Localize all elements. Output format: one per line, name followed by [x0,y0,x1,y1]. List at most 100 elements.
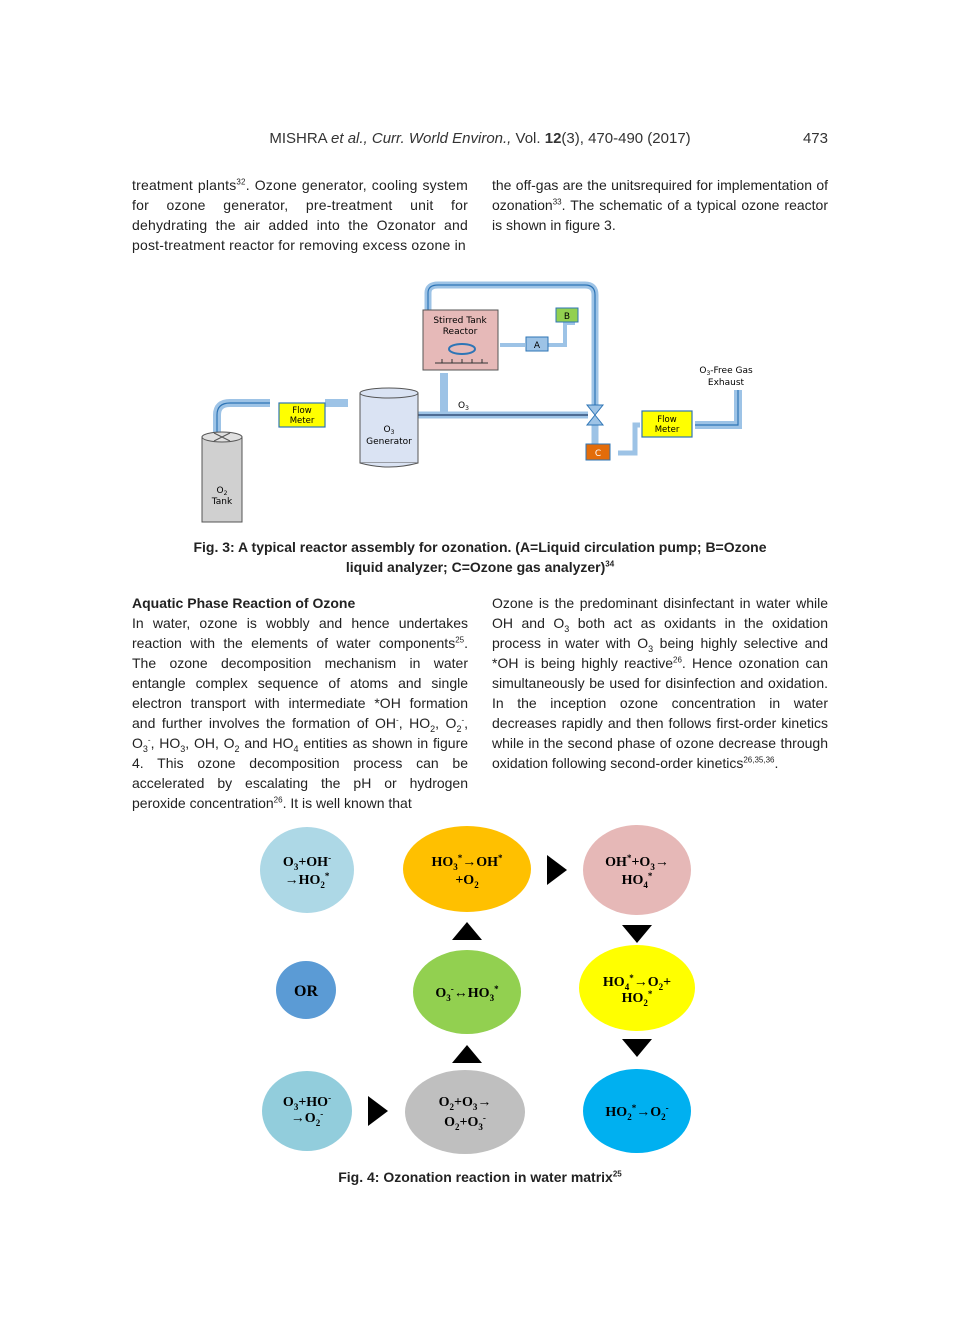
tank-label-2: Tank [211,497,233,507]
flow-meter-1-label-1: Flow [292,406,311,416]
text: . The schematic of a typical ozone react… [492,197,828,233]
arrow-right-1 [547,855,567,885]
pipes [213,281,742,456]
arrow-up-1 [452,922,482,940]
exhaust-label-1: O3-Free Gas [699,366,753,377]
svg-text:O3+OH-: O3+OH- [283,853,331,872]
arrow-down-2 [622,1039,652,1057]
text: Ozone is the predominant disinfectant in… [492,595,828,631]
reaction-node-3: OH*+O3→ HO4* [583,825,691,915]
label-a: A [534,341,541,351]
ref: 25 [612,1169,622,1179]
svg-text:→O2-: →O2- [291,1109,323,1128]
sup: - [461,715,465,725]
reactor-label-2: Reactor [443,327,478,337]
text: entities as shown in figure 4. This ozon… [132,735,469,811]
figure-4-reaction-diagram: O3+OH- →HO2* HO3*→OH* +O2 OH*+O3→ HO4* O… [260,825,695,1154]
reaction-node-9: HO2*→O2- [583,1069,691,1153]
ref: 26,35,36 [743,755,775,765]
svg-text:HO2*→O2-: HO2*→O2- [605,1103,668,1122]
text: , OH, O [185,735,235,751]
pump-a: A [525,336,549,352]
ref: 26 [273,795,283,805]
reaction-node-7: O3+HO- →O2- [262,1071,352,1151]
svg-text:O3+HO-: O3+HO- [283,1093,331,1112]
tank-label-1: O2 [217,486,228,497]
sub: 2 [456,723,462,734]
text: , O [132,715,469,751]
text: treatment plants [132,177,237,193]
arrow-up-2 [452,1045,482,1063]
text: and HO [239,735,294,751]
svg-text:OH*+O3→: OH*+O3→ [605,853,669,872]
arrow-down-1 [622,925,652,943]
header-vol-num: 12 [544,130,562,147]
ref: 33 [552,197,562,207]
header-vol-label: Vol. [515,130,541,147]
reactor-label-1: Stirred Tank [433,316,487,326]
page-number: 473 [802,130,828,147]
o3-line-label: O3 [458,401,469,412]
svg-text:→HO2*: →HO2* [285,871,330,890]
flow-meter-2: Flow Meter [641,410,693,438]
svg-text:O2+O3→: O2+O3→ [439,1095,492,1112]
figure-3-reactor-diagram: O2 Tank Flow Meter O3 Generator O3 Stirr… [201,281,753,523]
ref: 34 [605,559,615,569]
ref: 25 [455,635,465,645]
caption-line-2: liquid analyzer; C=Ozone gas analyzer)34 [0,557,960,577]
exhaust-label-2: Exhaust [708,378,745,388]
sub: 3 [142,743,148,754]
text: , O [435,715,457,731]
text: . Hence ozonation can simultaneously be … [492,655,828,771]
sub: 3 [648,643,654,654]
sub: 2 [234,743,240,754]
sub: 2 [430,723,436,734]
generator-label-1: O3 [384,425,395,436]
analyzer-b: B [555,307,579,323]
section-left-column: Aquatic Phase Reaction of Ozone In water… [132,593,468,813]
text: , HO [150,735,181,751]
svg-text:HO2*: HO2* [622,989,653,1008]
header-citation: MISHRA et al., Curr. World Environ., Vol… [0,130,960,147]
reaction-node-5: O3-↔HO3* [413,950,521,1034]
ref: 26 [673,655,682,665]
text: both act as oxidants in the oxidation pr… [492,615,829,651]
text: . The ozone decomposition mechanism in w… [132,635,468,731]
top-left-column: treatment plants32. Ozone generator, coo… [132,175,468,255]
svg-text:+O2: +O2 [455,873,479,890]
svg-text:O3-↔HO3*: O3-↔HO3* [435,984,499,1003]
sup: - [396,715,399,725]
text: . Ozone generator, cooling system for oz… [132,177,468,253]
svg-text:O2+O3-: O2+O3- [444,1113,486,1132]
text: liquid analyzer; C=Ozone gas analyzer) [345,559,606,575]
reaction-node-2: HO3*→OH* +O2 [403,826,531,912]
label-c: C [595,449,601,459]
figure-3-caption: Fig. 3: A typical reactor assembly for o… [0,537,960,577]
ref: 32 [236,177,246,187]
running-header: MISHRA et al., Curr. World Environ., Vol… [0,130,960,150]
svg-text:OR: OR [294,983,318,1000]
flow-meter-2-label-2: Meter [655,425,680,435]
header-issue-pages: (3), 470-490 (2017) [561,130,691,147]
flow-meter-1-label-2: Meter [290,416,315,426]
text: Fig. 4: Ozonation reaction in water matr… [338,1169,613,1185]
section-right-column: Ozone is the predominant disinfectant in… [492,593,828,773]
svg-text:HO3*→OH*: HO3*→OH* [431,853,503,872]
sup: - [147,735,151,745]
text: , HO [398,715,431,731]
text: . It is well known that [282,795,412,811]
analyzer-c: C [585,443,611,461]
caption-line-1: Fig. 3: A typical reactor assembly for o… [193,539,767,555]
valve [585,404,605,426]
top-right-paragraph: the off-gas are the unitsrequired for im… [492,175,828,235]
top-left-paragraph: treatment plants32. Ozone generator, coo… [132,175,468,255]
arrow-right-2 [368,1096,388,1126]
o2-tank: O2 Tank [201,431,243,523]
reaction-node-6: HO4*→O2+ HO2* [579,945,695,1031]
section-heading: Aquatic Phase Reaction of Ozone [132,595,356,611]
reaction-node-1: O3+OH- →HO2* [260,827,354,913]
reaction-node-8: O2+O3→ O2+O3- [405,1070,525,1154]
o3-generator: O3 Generator [359,387,419,468]
sub: 3 [180,743,186,754]
svg-text:HO4*→O2+: HO4*→O2+ [603,973,671,992]
